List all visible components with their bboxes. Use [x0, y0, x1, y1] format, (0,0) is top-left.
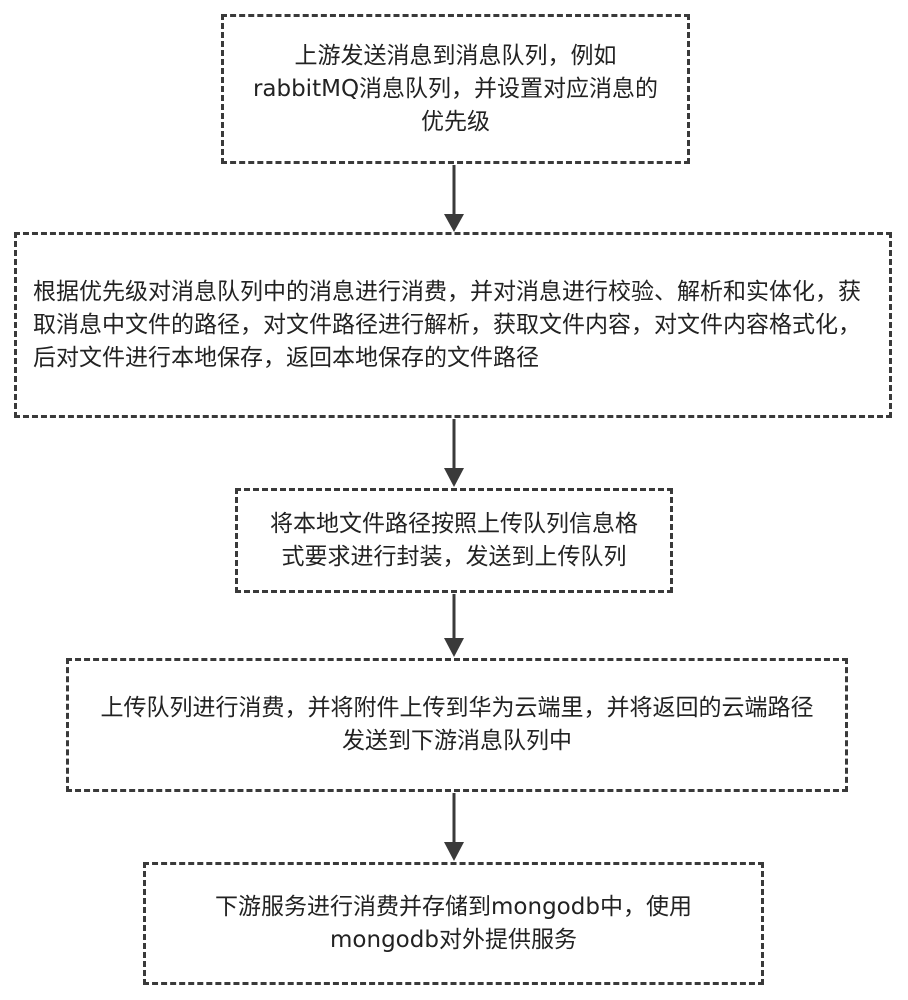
flow-step-4: 上传队列进行消费，并将附件上传到华为云端里，并将返回的云端路径发送到下游消息队列… — [66, 658, 848, 792]
arrowhead-icon — [444, 468, 464, 487]
arrowhead-icon — [444, 214, 464, 232]
flow-step-4-text: 上传队列进行消费，并将附件上传到华为云端里，并将返回的云端路径发送到下游消息队列… — [100, 695, 814, 754]
arrowhead-icon — [444, 842, 464, 861]
arrow-1-to-2 — [444, 165, 464, 232]
flow-step-5: 下游服务进行消费并存储到mongodb中，使用mongodb对外提供服务 — [143, 862, 764, 985]
arrow-2-to-3 — [444, 419, 464, 487]
flow-step-1-text: 上游发送消息到消息队列，例如rabbitMQ消息队列，并设置对应消息的优先级 — [252, 42, 659, 135]
flow-step-1: 上游发送消息到消息队列，例如rabbitMQ消息队列，并设置对应消息的优先级 — [221, 14, 690, 164]
arrow-3-to-4 — [444, 594, 464, 657]
flow-step-2: 根据优先级对消息队列中的消息进行消费，并对消息进行校验、解析和实体化，获取消息中… — [14, 232, 892, 418]
flow-step-3: 将本地文件路径按照上传队列信息格式要求进行封装，发送到上传队列 — [235, 488, 673, 593]
arrowhead-icon — [444, 638, 464, 657]
flow-step-5-text: 下游服务进行消费并存储到mongodb中，使用mongodb对外提供服务 — [215, 893, 692, 953]
flow-step-3-text: 将本地文件路径按照上传队列信息格式要求进行封装，发送到上传队列 — [270, 510, 638, 570]
flow-step-2-text: 根据优先级对消息队列中的消息进行消费，并对消息进行校验、解析和实体化，获取消息中… — [33, 278, 861, 371]
arrow-4-to-5 — [444, 793, 464, 861]
